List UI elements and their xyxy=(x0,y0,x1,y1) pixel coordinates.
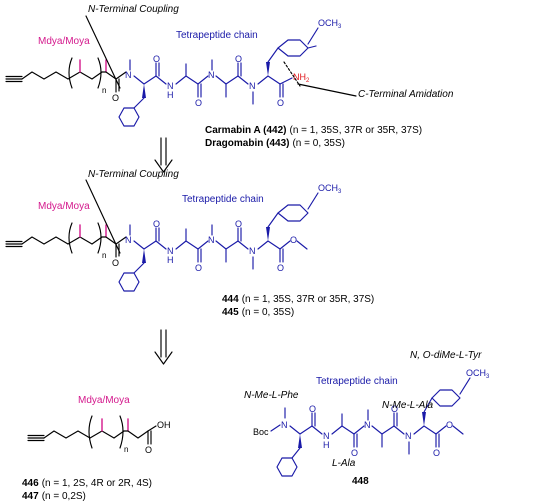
retrosynthesis-arrow-1 xyxy=(154,137,173,173)
mid-mdya-moya: Mdya/Moya xyxy=(38,201,90,212)
br-tetrapeptide-chain: Tetrapeptide chain xyxy=(316,376,398,387)
atom-o: O xyxy=(153,219,160,229)
compound-446-label: 446(n = 1, 2S, 4R or 2R, 4S) xyxy=(22,478,152,489)
atom-n: N xyxy=(125,235,132,245)
n-coupling-pointer xyxy=(85,15,121,89)
atom-o: O xyxy=(351,448,358,458)
repeat-n-label: n xyxy=(102,251,106,260)
atom-o: O xyxy=(195,263,202,273)
carmabin-label: Carmabin A (442)(n = 1, 35S, 37R or 35R,… xyxy=(205,125,422,136)
mid-tetrapeptide-chain: Tetrapeptide chain xyxy=(182,194,264,205)
atom-o: O xyxy=(290,235,297,245)
acid-446-structure: n O OH xyxy=(27,415,171,455)
atom-n: N xyxy=(405,431,412,441)
compound-447-label: 447(n = 0,2S) xyxy=(22,491,86,502)
atom-o: O xyxy=(112,258,119,268)
atom-o: O xyxy=(235,219,242,229)
n-me-l-phe-label: N-Me-L-Phe xyxy=(244,390,299,401)
compound-445-label: 445(n = 0, 35S) xyxy=(222,307,294,318)
retrosynthesis-arrow-2 xyxy=(154,329,173,365)
atom-h: H xyxy=(323,440,330,450)
atom-o: O xyxy=(195,98,202,108)
intermediate-444-structure: n O N O N H O N O N xyxy=(5,183,342,292)
atom-n: N xyxy=(364,420,371,430)
atom-n: N xyxy=(208,70,215,80)
compound-444-label: 444(n = 1, 35S, 37R or 35R, 37S) xyxy=(222,294,374,305)
l-ala-label: L-Ala xyxy=(332,458,356,469)
atom-n: N xyxy=(249,81,256,91)
boc-label: Boc xyxy=(253,427,269,437)
atom-h: H xyxy=(167,90,174,100)
atom-o: O xyxy=(309,404,316,414)
compound-448-label: 448 xyxy=(352,476,369,487)
atom-n: N xyxy=(281,420,288,430)
c-amidation-pointer xyxy=(297,83,357,97)
och3-label: OCH3 xyxy=(318,18,342,30)
oh-label: OH xyxy=(157,420,171,430)
atom-o: O xyxy=(277,98,284,108)
top-mdya-moya: Mdya/Moya xyxy=(38,36,90,47)
och3-label: OCH3 xyxy=(466,368,490,380)
repeat-n-label: n xyxy=(124,445,128,454)
atom-o: O xyxy=(446,420,453,430)
dragomabin-label: Dragomabin (443)(n = 0, 35S) xyxy=(205,138,345,149)
repeat-n-label: n xyxy=(102,86,106,95)
top-n-terminal-coupling: N-Terminal Coupling xyxy=(88,4,179,15)
atom-n: N xyxy=(167,81,174,91)
atom-o: O xyxy=(391,404,398,414)
n-coupling-pointer xyxy=(85,179,121,254)
mid-n-terminal-coupling: N-Terminal Coupling xyxy=(88,169,179,180)
n-me-l-ala-label: N-Me-L-Ala xyxy=(382,400,434,411)
top-tetrapeptide-chain: Tetrapeptide chain xyxy=(176,30,258,41)
n-o-dime-l-tyr-label: N, O-diMe-L-Tyr xyxy=(410,350,482,361)
atom-o: O xyxy=(153,54,160,64)
atom-o: O xyxy=(235,54,242,64)
atom-n: N xyxy=(167,246,174,256)
atom-o: O xyxy=(145,445,152,455)
top-c-terminal-amidation: C-Terminal Amidation xyxy=(358,89,454,100)
bottom-mdya-moya: Mdya/Moya xyxy=(78,395,130,406)
tetrapeptide-448-structure: Boc N O N H O N O N OCH3 xyxy=(253,368,490,477)
atom-o: O xyxy=(433,448,440,458)
atom-h: H xyxy=(167,255,174,265)
och3-label: OCH3 xyxy=(318,183,342,195)
atom-n: N xyxy=(125,70,132,80)
nh2-label: NH2 xyxy=(293,72,310,84)
atom-o: O xyxy=(112,93,119,103)
atom-n: N xyxy=(249,246,256,256)
atom-o: O xyxy=(277,263,284,273)
atom-n: N xyxy=(323,431,330,441)
atom-n: N xyxy=(208,235,215,245)
carmabin-structure: n O N O N H O N O xyxy=(5,18,342,127)
